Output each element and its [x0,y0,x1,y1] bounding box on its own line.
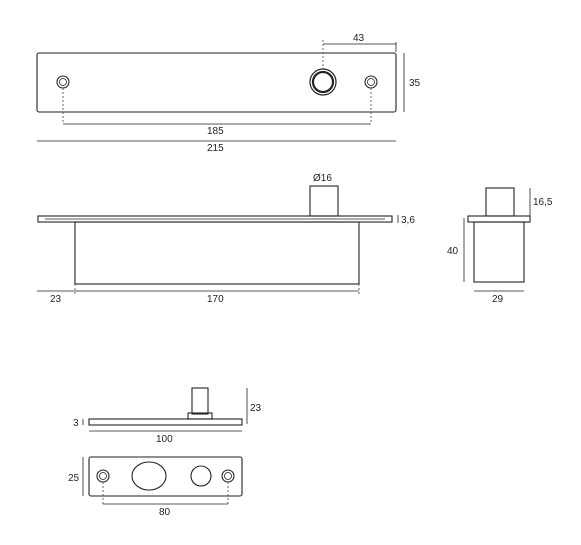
dim-label-29: 29 [492,294,504,305]
dim-label-40: 40 [447,246,459,257]
top-plate-view: 43 35 185 215 [36,33,421,154]
end-pin [485,187,515,217]
dim-label-43: 43 [353,33,365,44]
dim-label-pin-diameter: Ø16 [313,173,332,184]
end-body [473,221,525,283]
small-plate [88,418,243,426]
end-view: 16,5 40 29 [447,187,553,305]
small-left-hole-inner [99,472,107,480]
small-right-hole-inner [224,472,232,480]
dim-label-3: 3 [73,418,79,429]
bolt-inner-circle [311,70,335,94]
dim-label-25: 25 [68,473,80,484]
dim-label-35: 35 [409,78,421,89]
top-plate-outline [36,52,397,113]
dim-label-185: 185 [207,126,224,137]
dim-label-3-6: 3,6 [401,215,415,226]
small-pin [191,387,209,415]
small-left-hole [96,469,110,483]
dim-label-100: 100 [156,434,173,445]
end-plate [467,215,531,223]
dim-label-215: 215 [207,143,224,154]
small-top-outline [88,456,243,497]
left-screw-hole [56,75,70,89]
dim-label-23-side: 23 [50,294,62,305]
dim-label-170: 170 [207,294,224,305]
small-side-view: 23 3 100 [73,387,262,445]
right-screw-hole [364,75,378,89]
small-right-hole [221,469,235,483]
dim-label-80: 80 [159,507,171,518]
right-screw-hole-inner [367,78,375,86]
side-body [74,221,360,285]
small-round-hole [190,465,212,487]
side-pin [309,185,339,217]
left-screw-hole-inner [59,78,67,86]
side-view: Ø16 3,6 23 170 [37,173,415,305]
dim-label-16-5: 16,5 [533,197,553,208]
dim-label-23-small: 23 [250,403,262,414]
small-oval-slot [131,461,167,491]
small-top-view: 25 80 [68,456,243,518]
